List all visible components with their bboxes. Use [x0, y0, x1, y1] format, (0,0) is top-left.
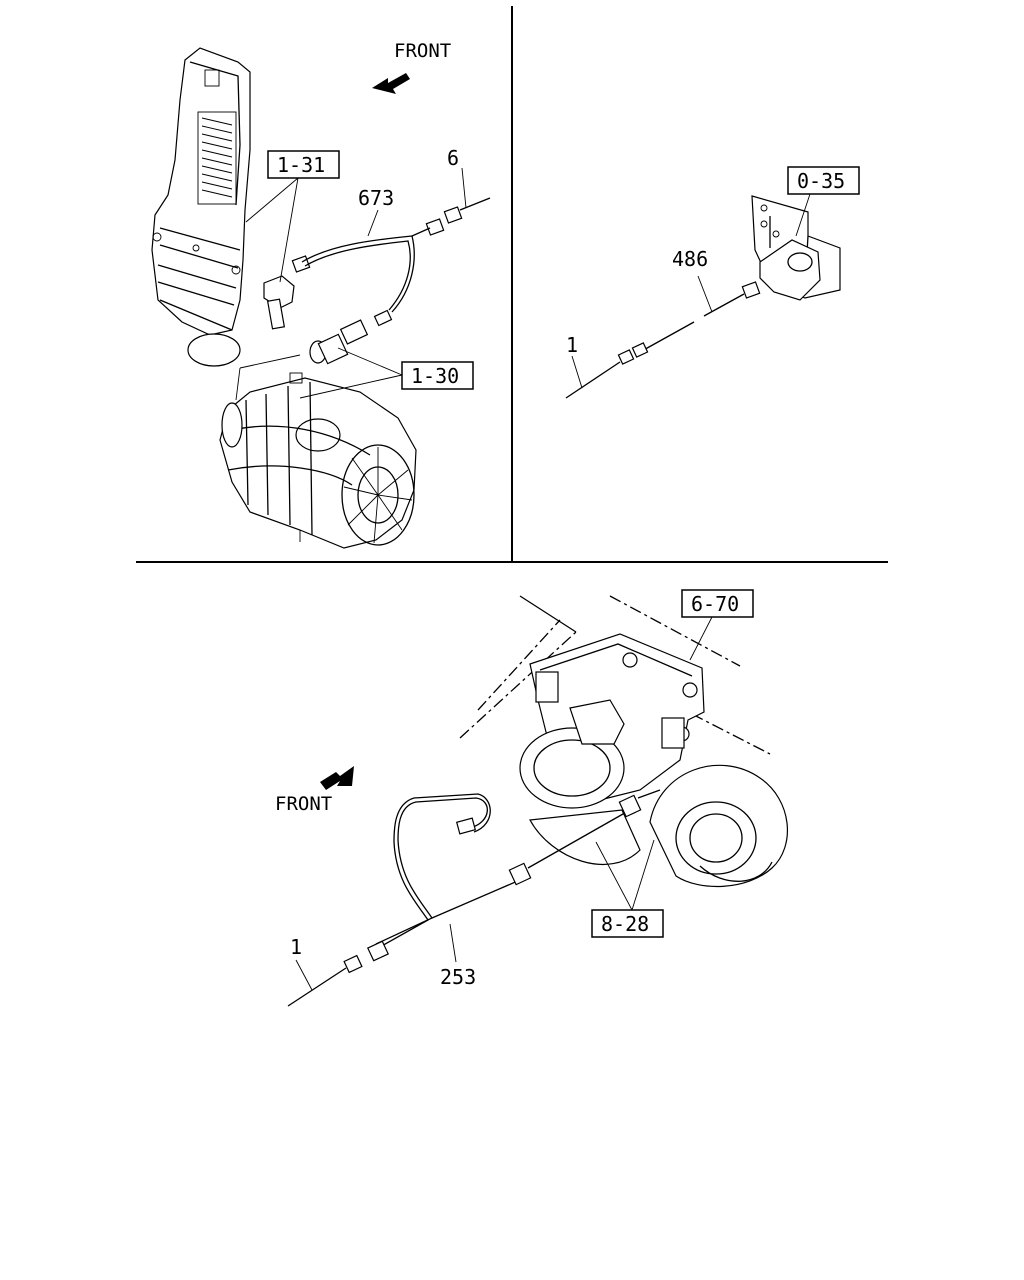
part-number-1: 1	[566, 333, 578, 357]
left-horn	[519, 699, 641, 865]
harness-486	[565, 293, 745, 399]
leader-lines-bottom	[295, 616, 713, 991]
callout-1-31: 1-31	[277, 153, 325, 177]
right-horn	[649, 764, 788, 888]
harness-253	[287, 789, 661, 1007]
callout-6-70: 6-70	[691, 592, 739, 616]
intake-air-temperature-sensor	[263, 255, 311, 330]
air-intake-snorkel	[151, 47, 251, 367]
leader-lines-top-right	[571, 193, 811, 389]
callout-box-0-35	[787, 166, 860, 195]
callout-box-8-28	[591, 909, 664, 938]
callout-8-28: 8-28	[601, 912, 649, 936]
part-number-253: 253	[440, 965, 476, 989]
air-cleaner-assembly	[219, 372, 417, 549]
panel-top-left: FRONT	[151, 40, 491, 549]
vacuum-switch-sensor	[309, 309, 393, 365]
part-number-1-bottom: 1	[290, 935, 302, 959]
panel-top-right: 0-35 486 1	[565, 166, 860, 399]
part-number-6: 6	[447, 146, 459, 170]
callout-box-1-31	[267, 150, 340, 179]
front-label-bottom: FRONT	[275, 793, 332, 815]
pressure-sensor-bracket	[741, 195, 841, 301]
callout-box-1-30	[401, 361, 474, 390]
callout-0-35: 0-35	[797, 169, 845, 193]
part-number-486: 486	[672, 247, 708, 271]
front-arrow-icon	[372, 73, 410, 94]
leader-lines-top-left	[235, 167, 467, 401]
front-label: FRONT	[394, 40, 451, 62]
front-arrow-icon-bottom	[320, 766, 354, 790]
chassis-frame	[459, 595, 771, 755]
panel-bottom: FRONT 6-70 8-28 1 253	[275, 589, 788, 1007]
callout-box-6-70	[681, 589, 754, 618]
callout-1-30: 1-30	[411, 364, 459, 388]
part-number-673: 673	[358, 186, 394, 210]
harness-673	[301, 197, 491, 313]
